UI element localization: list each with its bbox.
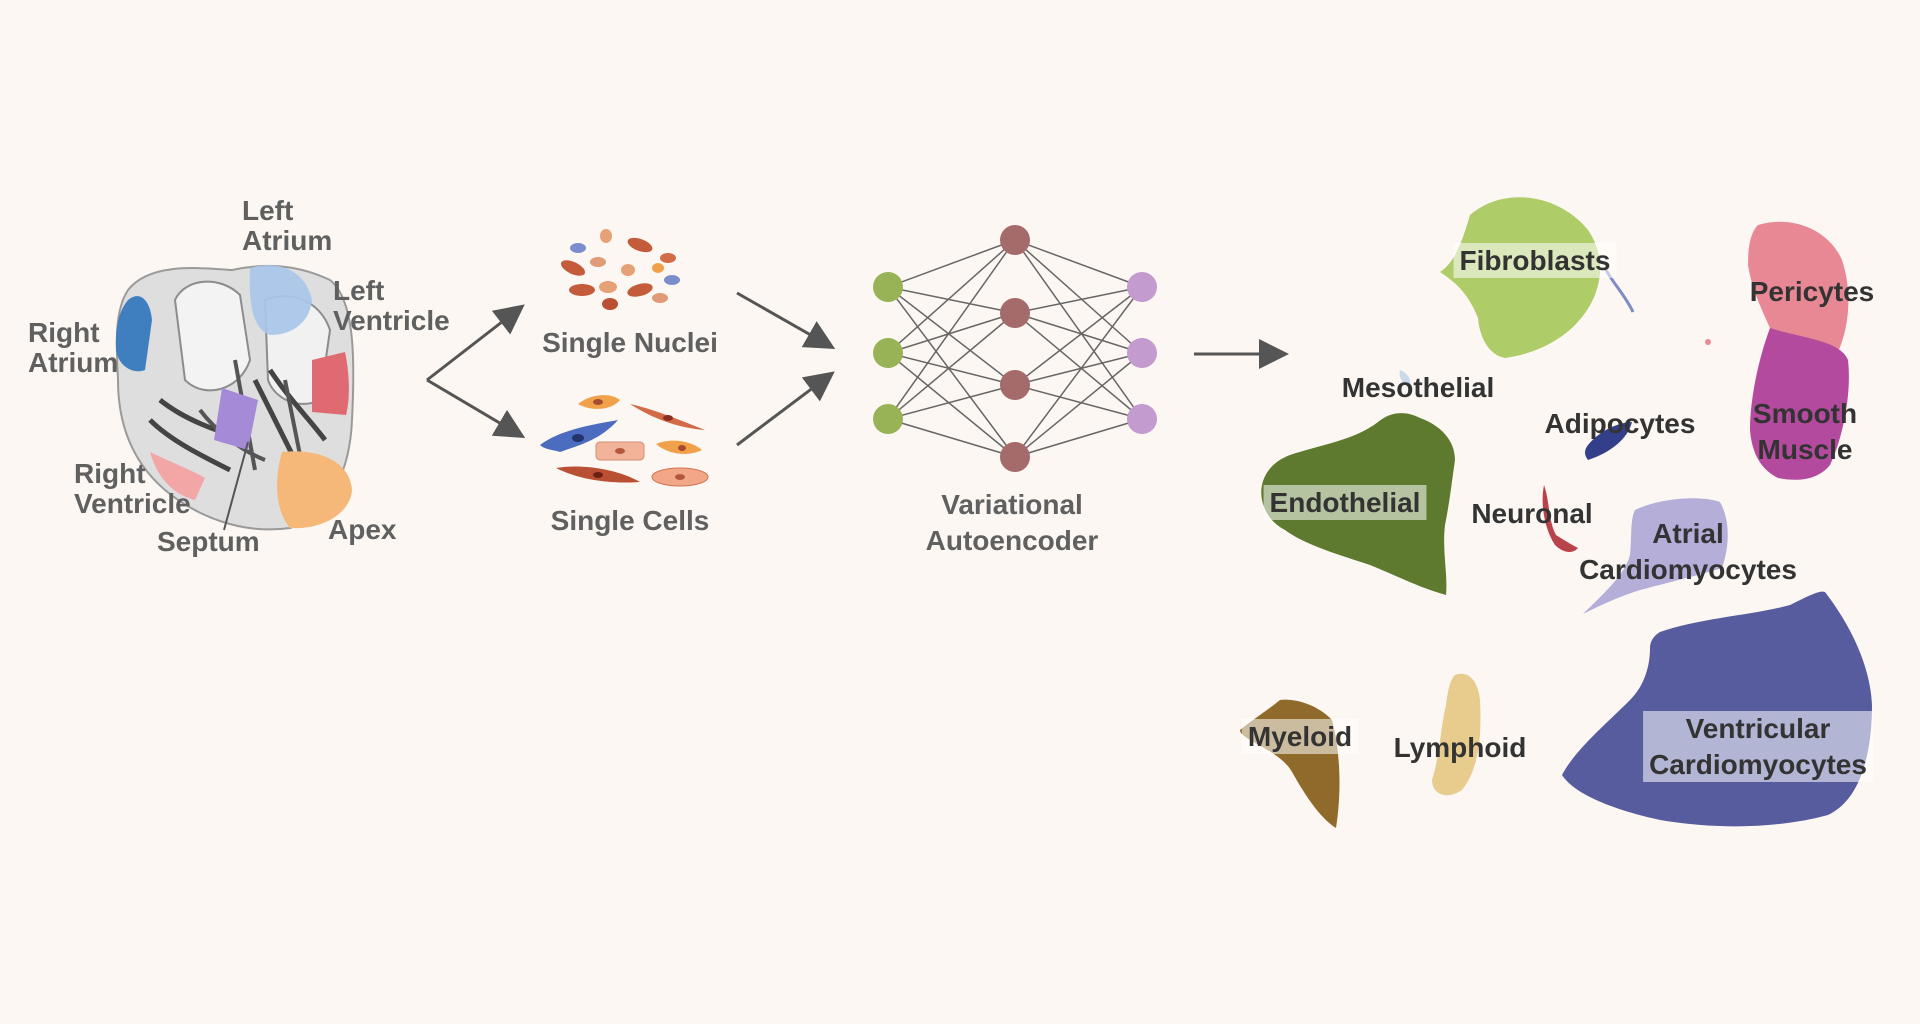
neuronal-cluster [1542, 485, 1578, 552]
arrow-to-single-cells [426, 378, 526, 439]
svg-text:Lymphoid: Lymphoid [1394, 732, 1527, 763]
svg-text:Pericytes: Pericytes [1750, 276, 1875, 307]
pericytes-label: Pericytes [1750, 276, 1875, 307]
fibroblasts-label-background [1453, 243, 1617, 278]
svg-text:Neuronal: Neuronal [1471, 498, 1592, 529]
input-node [873, 272, 903, 302]
network-edge [887, 286, 1016, 458]
myeloid-label-background [1241, 719, 1359, 754]
hidden-node [1000, 225, 1030, 255]
input-node [873, 404, 903, 434]
flow-arrows [426, 291, 1289, 447]
network-edge [887, 418, 1016, 458]
network-edge [1014, 286, 1143, 386]
arrow-cells-to-vae [736, 371, 835, 447]
input-node [873, 338, 903, 368]
hidden-node [1000, 370, 1030, 400]
apex-label: Apex [328, 514, 397, 545]
output-node [1127, 338, 1157, 368]
single-nuclei-label: Single Nuclei [542, 327, 718, 358]
network-edge [887, 239, 1016, 354]
septum-region [214, 388, 258, 450]
network-edge [1014, 384, 1143, 420]
adipocytes-label: Adipocytes [1545, 408, 1696, 439]
atrial-cardiomyocytes-cluster [1583, 498, 1728, 614]
output-node [1127, 272, 1157, 302]
lymphoid-label: Lymphoid [1394, 732, 1527, 763]
myeloid-label: Myeloid [1241, 719, 1359, 754]
network-edge [887, 352, 1016, 386]
network-edge [887, 286, 1016, 314]
myeloid-cluster [1240, 699, 1340, 828]
right-atrium-region [115, 296, 152, 372]
network-edge [887, 312, 1016, 354]
mesothelial-cluster [1399, 370, 1411, 388]
ventricular-cardiomyocytes-cluster [1562, 591, 1872, 827]
network-edge [1014, 352, 1143, 458]
neuronal-label: Neuronal [1471, 498, 1592, 529]
adipocytes-cluster [1585, 422, 1632, 460]
arrow-to-single-nuclei [426, 304, 525, 382]
hidden-node [1000, 298, 1030, 328]
network-edge [1014, 239, 1143, 354]
heart-illustration [115, 264, 355, 531]
network-edge [1014, 239, 1143, 288]
septum-label: Septum [157, 526, 260, 557]
ventricular-cardiomyocytes-label-background [1643, 711, 1873, 782]
left-ventricle-region [312, 352, 349, 415]
right-ventricle-region [150, 452, 205, 500]
svg-text:Endothelial: Endothelial [1270, 487, 1421, 518]
network-edge [1014, 312, 1143, 420]
apex-region [277, 451, 352, 529]
network-edge [1014, 286, 1143, 458]
single-cells-illustration [540, 395, 709, 487]
arrow-nuclei-to-vae [736, 291, 836, 349]
svg-text:Adipocytes: Adipocytes [1545, 408, 1696, 439]
network-edge [887, 352, 1016, 458]
smooth-muscle-cluster [1750, 328, 1849, 480]
network-edge [887, 239, 1016, 288]
variational-autoencoder-network [873, 225, 1157, 472]
output-node [1127, 404, 1157, 434]
network-edge [1014, 352, 1143, 386]
single-cells-label: Single Cells [551, 505, 710, 536]
network-edge [1014, 418, 1143, 458]
network-edge [887, 312, 1016, 420]
mesothelial-label: Mesothelial [1342, 372, 1494, 403]
fibroblasts-label: Fibroblasts [1453, 243, 1617, 278]
lymphoid-cluster [1432, 673, 1481, 796]
svg-text:Mesothelial: Mesothelial [1342, 372, 1494, 403]
network-edge [887, 286, 1016, 386]
network-edge [887, 239, 1016, 420]
endothelial-label-background [1263, 485, 1427, 520]
network-edge [1014, 286, 1143, 314]
left-atrium-region [249, 265, 312, 335]
svg-text:Fibroblasts: Fibroblasts [1460, 245, 1611, 276]
hidden-node [1000, 442, 1030, 472]
svg-text:Myeloid: Myeloid [1248, 721, 1352, 752]
single-nuclei-illustration [560, 229, 680, 310]
network-edge [1014, 239, 1143, 420]
network-edge [1014, 312, 1143, 354]
network-edge [887, 384, 1016, 420]
pericytes-cluster [1748, 221, 1849, 352]
endothelial-label: Endothelial [1263, 485, 1427, 520]
